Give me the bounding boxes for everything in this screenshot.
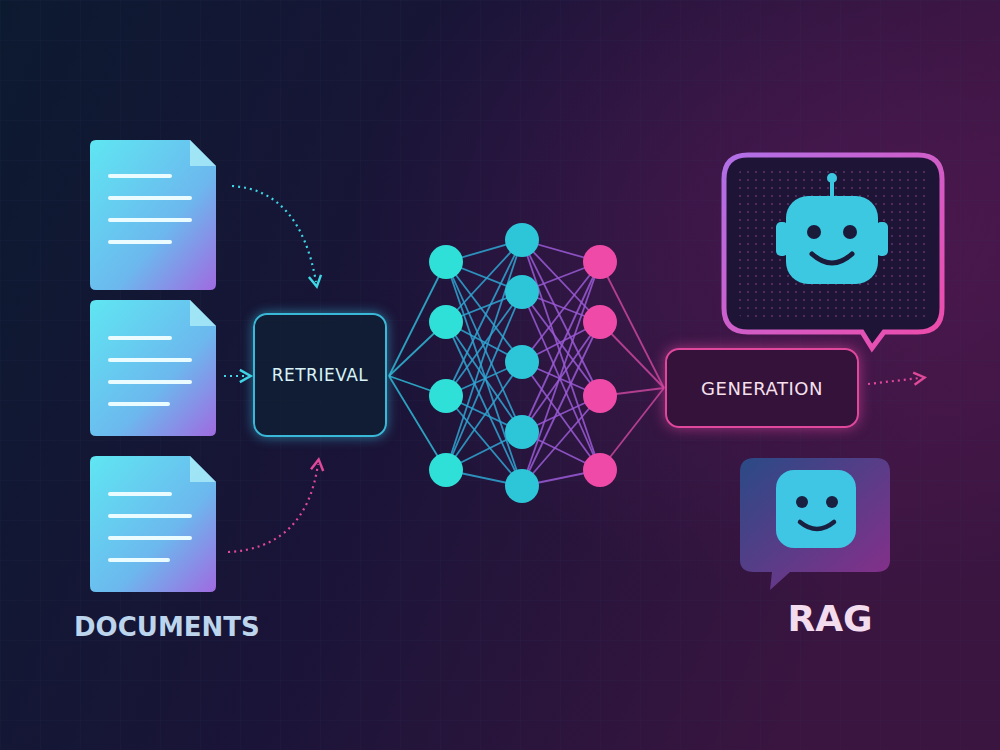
flow-arrow (232, 186, 316, 282)
box-label: GENERATION (701, 378, 823, 399)
network-neuron (583, 379, 617, 413)
title-label: RAG (787, 598, 872, 639)
neural-network (389, 223, 664, 503)
section-label: DOCUMENTS (74, 612, 260, 642)
network-neuron (429, 245, 463, 279)
document-icon (90, 140, 216, 290)
network-link (522, 322, 600, 432)
network-neuron (505, 275, 539, 309)
network-neuron (429, 305, 463, 339)
network-neuron (505, 345, 539, 379)
generation-box: GENERATION (665, 348, 859, 428)
output-arrow (868, 378, 920, 384)
robot-chat-bubble (724, 155, 942, 348)
document-icon (90, 300, 216, 436)
network-link (446, 362, 522, 470)
retrieval-box: RETRIEVAL (253, 313, 387, 437)
box-label: RETRIEVAL (272, 365, 369, 385)
flow-arrow (228, 464, 318, 552)
network-neuron (505, 469, 539, 503)
document-icon (90, 456, 216, 592)
chat-bubble-icon (740, 458, 890, 590)
network-neuron (583, 453, 617, 487)
network-neuron (505, 223, 539, 257)
network-neuron (429, 379, 463, 413)
network-neuron (429, 453, 463, 487)
network-neuron (505, 415, 539, 449)
network-neuron (583, 305, 617, 339)
network-neuron (583, 245, 617, 279)
flow-arrow (224, 375, 246, 377)
